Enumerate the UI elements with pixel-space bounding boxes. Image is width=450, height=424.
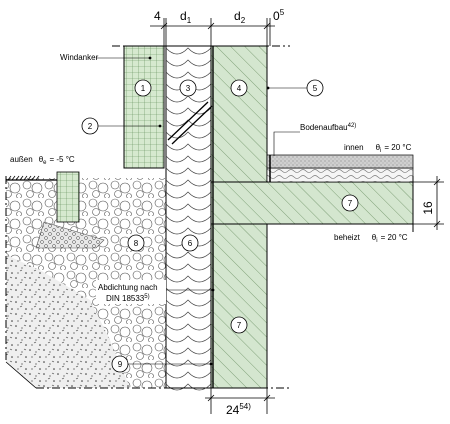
abdichtung-box — [96, 280, 166, 304]
label-bodenaufbau: Bodenaufbau42) — [300, 123, 356, 132]
concrete-slab — [210, 181, 414, 225]
svg-text:5: 5 — [313, 84, 318, 93]
svg-text:2: 2 — [88, 122, 93, 131]
ground-zone — [5, 175, 166, 389]
terrain-slope-left — [5, 361, 37, 389]
grass-hatch — [7, 175, 40, 181]
dim-d1: d1 — [180, 9, 192, 25]
svg-text:4: 4 — [237, 84, 242, 93]
soil-fill — [6, 255, 130, 388]
leader-dot-abdichtung — [211, 288, 215, 292]
leader-dot-windanker — [148, 56, 152, 60]
label-abdichtung-2: DIN 185335) — [106, 294, 150, 303]
label-windanker: Windanker — [60, 53, 99, 62]
top-dimension-chain — [150, 18, 275, 46]
svg-text:6: 6 — [188, 239, 193, 248]
label-abdichtung-1: Abdichtung nach — [98, 283, 158, 292]
dim-24: 2454) — [226, 402, 251, 417]
dim-4: 4 — [154, 9, 161, 23]
marker-7-wall: 7 — [230, 316, 248, 334]
marker-9: 9 — [111, 355, 213, 373]
wind-anchor — [167, 101, 213, 145]
leader-bodenaufbau — [273, 131, 300, 156]
bottom-dimension — [205, 388, 275, 414]
svg-text:3: 3 — [186, 84, 191, 93]
svg-text:7: 7 — [237, 321, 242, 330]
marker-7-slab: 7 — [341, 194, 359, 212]
marker-2: 2 — [81, 117, 162, 135]
floor-screed — [266, 154, 414, 169]
svg-text:9: 9 — [118, 360, 123, 369]
gravel-wedge — [35, 221, 105, 249]
floor-insulation — [266, 167, 414, 183]
marker-1: 1 — [134, 79, 152, 97]
dim-d2: d2 — [234, 9, 246, 25]
marker-4: 4 — [230, 79, 248, 97]
marker-6: 6 — [181, 234, 199, 252]
paving-block — [56, 171, 80, 223]
marker-3: 3 — [179, 79, 197, 97]
dim-16: 16 — [421, 201, 435, 215]
svg-text:1: 1 — [141, 84, 146, 93]
dim-0-5: 05 — [273, 8, 285, 23]
svg-text:7: 7 — [348, 199, 353, 208]
facing-masonry — [123, 45, 165, 169]
marker-5: 5 — [266, 79, 324, 97]
svg-text:8: 8 — [134, 239, 139, 248]
right-dimension — [413, 176, 444, 230]
marker-8: 8 — [127, 234, 145, 252]
